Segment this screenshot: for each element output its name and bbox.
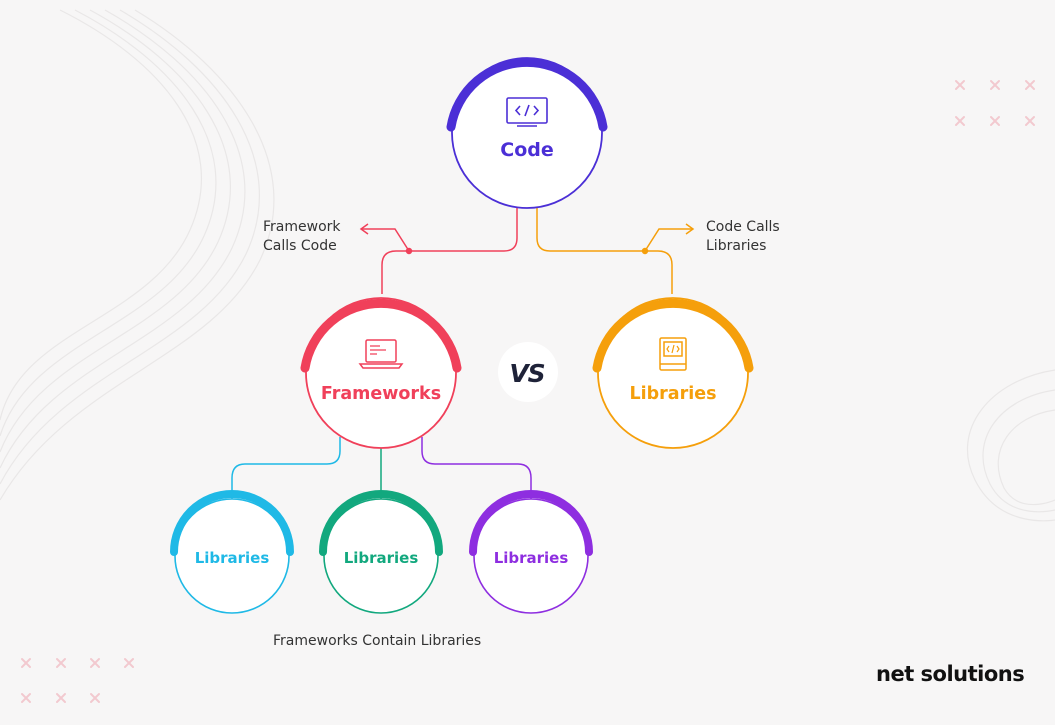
background-swirl-left [0, 9, 275, 501]
libraries-green-title: Libraries [344, 549, 419, 567]
brand-logo: net solutions [876, 662, 1025, 686]
book-code-icon [659, 337, 687, 371]
monitor-code-icon [506, 97, 548, 127]
code-calls-libraries-line2: Libraries [706, 238, 767, 254]
code-title: Code [500, 139, 553, 161]
background-swirl-right [966, 369, 1055, 522]
frameworks-contain-libraries-label: Frameworks Contain Libraries [273, 633, 482, 649]
vs-badge: VS [498, 342, 558, 402]
connector-code-libraries [536, 205, 695, 294]
libraries-cyan-node: Libraries [170, 490, 294, 614]
libraries-purple-title: Libraries [494, 549, 569, 567]
framework-calls-code-line1: Framework [263, 219, 341, 235]
libraries-cyan-title: Libraries [195, 549, 270, 567]
framework-calls-code-label: Framework Calls Code [263, 218, 341, 256]
laptop-code-icon [358, 339, 404, 369]
libraries-purple-node: Libraries [469, 490, 593, 614]
code-calls-libraries-line1: Code Calls [706, 219, 780, 235]
frameworks-title: Frameworks [321, 384, 441, 404]
frameworks-node: Frameworks [300, 297, 462, 449]
libraries-main-title: Libraries [629, 384, 716, 404]
code-node: Code [446, 57, 608, 209]
vs-label: VS [509, 359, 544, 388]
decorative-x-marks [21, 80, 1035, 703]
code-calls-libraries-label: Code Calls Libraries [706, 218, 780, 256]
libraries-main-node: Libraries [592, 297, 754, 449]
libraries-green-node: Libraries [319, 490, 443, 614]
connector-code-frameworks [359, 205, 518, 294]
framework-calls-code-line2: Calls Code [263, 238, 337, 254]
